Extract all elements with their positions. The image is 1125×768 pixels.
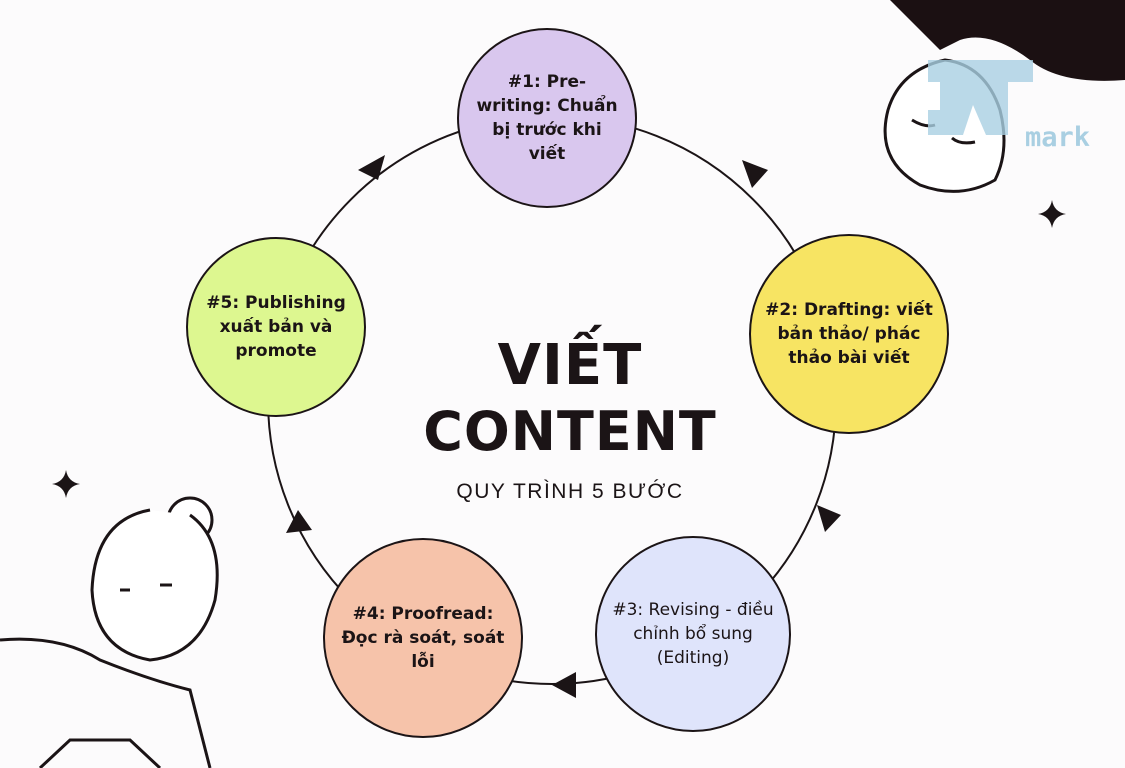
sparkle-icon xyxy=(1038,200,1066,228)
sparkle-icon xyxy=(52,470,80,498)
subtitle: QUY TRÌNH 5 BƯỚC xyxy=(456,480,684,503)
step-2-drafting: #2: Drafting: viết bản thảo/ phác thảo b… xyxy=(749,234,949,434)
title-line-1: VIẾT xyxy=(497,333,643,398)
watermark-text: mark xyxy=(1025,122,1091,153)
step-3-revising: #3: Revising - điều chỉnh bổ sung (Editi… xyxy=(595,536,791,732)
decorative-shape xyxy=(890,0,1125,81)
character-illustration xyxy=(0,496,219,768)
title-line-2: CONTENT xyxy=(423,400,717,463)
watermark-logo xyxy=(928,60,1033,135)
step-1-pre-writing: #1: Pre-writing: Chuẩn bị trước khi viết xyxy=(457,28,637,208)
arrow-icon xyxy=(286,155,841,698)
step-4-proofread: #4: Proofread: Đọc rà soát, soát lỗi xyxy=(323,538,523,738)
step-5-publishing: #5: Publishing xuất bản và promote xyxy=(186,237,366,417)
